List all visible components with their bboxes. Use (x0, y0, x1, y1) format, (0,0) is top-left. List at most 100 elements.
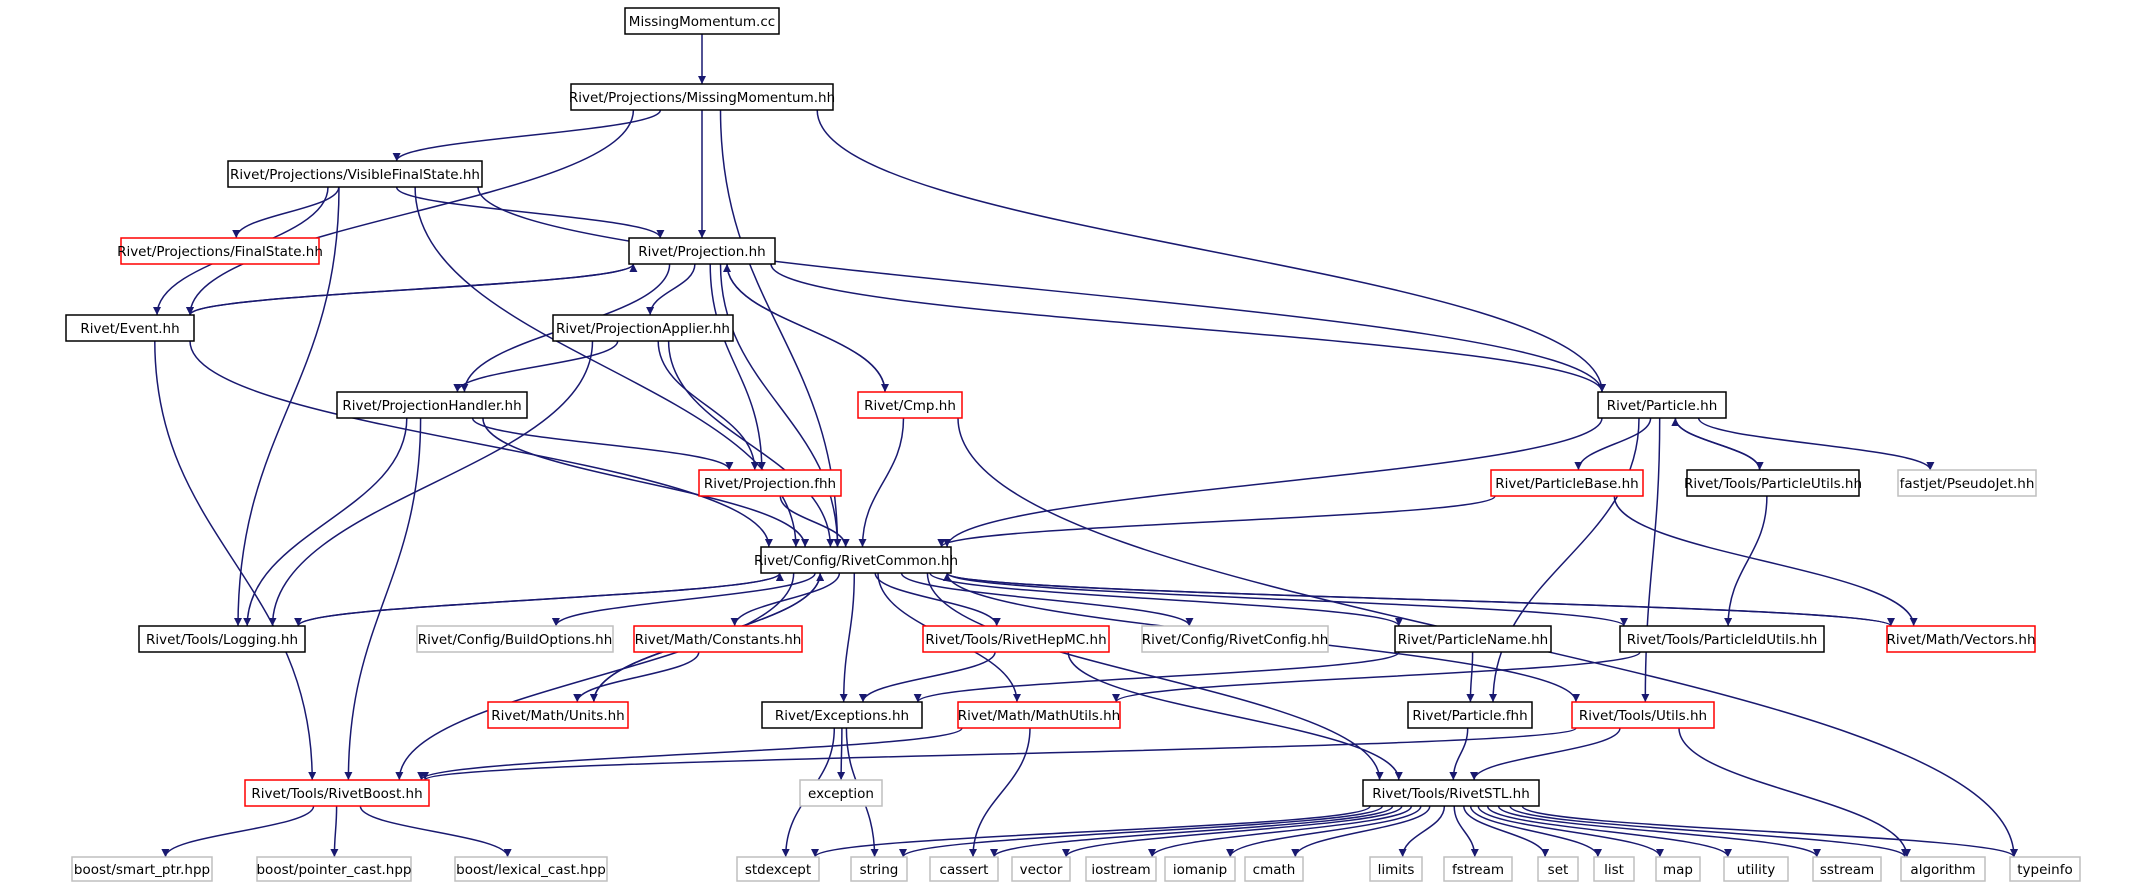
node-iostream[interactable]: iostream (1085, 856, 1157, 882)
node-fs[interactable]: Rivet/Projections/FinalState.hh (117, 237, 323, 265)
node-pfhh[interactable]: Rivet/Particle.fhh (1407, 701, 1533, 729)
node-utility[interactable]: utility (1723, 856, 1789, 882)
edge-exceptions-to-exception (837, 727, 846, 781)
node-label: boost/pointer_cast.hpp (256, 862, 411, 878)
edge-event-to-boost (154, 340, 317, 781)
node-sstream[interactable]: sstream (1812, 856, 1882, 882)
node-label: MissingMomentum.cc (629, 14, 775, 30)
node-boost[interactable]: Rivet/Tools/RivetBoost.hh (244, 779, 430, 807)
node-box (1362, 779, 1540, 807)
node-box (760, 546, 952, 574)
node-smartptr[interactable]: boost/smart_ptr.hpp (71, 856, 213, 882)
edge-stl-to-string (899, 805, 1384, 858)
node-label: cmath (1253, 862, 1296, 878)
node-vfs[interactable]: Rivet/Projections/VisibleFinalState.hh (227, 160, 483, 188)
node-label: iomanip (1173, 862, 1227, 878)
edge-phandler-to-boost (344, 417, 422, 781)
edge-vfs-to-proj (395, 186, 665, 239)
edge-event-to-common (189, 340, 773, 548)
node-particle[interactable]: Rivet/Particle.hh (1597, 391, 1727, 419)
edge-stl-to-map (1477, 805, 1664, 858)
node-pname[interactable]: Rivet/ParticleName.hh (1394, 625, 1552, 653)
edge-hepmc-to-exceptions (858, 651, 996, 703)
node-box (1011, 856, 1071, 882)
node-pcast[interactable]: boost/pointer_cast.hpp (256, 856, 412, 882)
node-vector[interactable]: vector (1011, 856, 1071, 882)
edge-common-to-pname (929, 572, 1403, 627)
edge-utils-to-algorithm (1678, 727, 1911, 858)
node-putils[interactable]: Rivet/Tools/ParticleUtils.hh (1684, 469, 1862, 497)
edge-stl-to-utility (1486, 805, 1732, 858)
edge-stl-to-vector (1062, 805, 1403, 858)
node-mm_cc[interactable]: MissingMomentum.cc (624, 7, 780, 35)
edge-pname-to-pfhh (1466, 651, 1475, 703)
edges-layer (153, 33, 2018, 858)
edge-pbase-to-vectors (1613, 495, 1918, 627)
node-label: Rivet/Projection.hh (638, 244, 765, 260)
node-utils[interactable]: Rivet/Tools/Utils.hh (1571, 701, 1715, 729)
node-box (761, 701, 923, 729)
node-label: Rivet/Math/Units.hh (491, 708, 625, 724)
node-mm_hh[interactable]: Rivet/Projections/MissingMomentum.hh (569, 83, 835, 111)
node-box (628, 237, 776, 265)
node-label: fstream (1452, 862, 1504, 878)
node-stdexcept[interactable]: stdexcept (736, 856, 820, 882)
node-label: fastjet/PseudoJet.hh (1900, 476, 2035, 492)
node-vectors[interactable]: Rivet/Math/Vectors.hh (1886, 625, 2036, 653)
node-label: vector (1020, 862, 1063, 878)
node-string[interactable]: string (850, 856, 908, 882)
edge-stl-to-cmath (1291, 805, 1431, 858)
node-box (1369, 856, 1423, 882)
node-cmp[interactable]: Rivet/Cmp.hh (857, 391, 963, 419)
node-label: utility (1737, 862, 1775, 878)
node-set[interactable]: set (1537, 856, 1579, 882)
node-lcast[interactable]: boost/lexical_cast.hpp (454, 856, 608, 882)
node-stl[interactable]: Rivet/Tools/RivetSTL.hh (1362, 779, 1540, 807)
node-projfhh[interactable]: Rivet/Projection.fhh (698, 469, 842, 497)
node-label: Rivet/ParticleBase.hh (1495, 476, 1638, 492)
node-iomanip[interactable]: iomanip (1164, 856, 1236, 882)
node-label: Rivet/ParticleName.hh (1398, 632, 1548, 648)
node-pidutils[interactable]: Rivet/Tools/ParticleIdUtils.hh (1619, 625, 1825, 653)
node-pbase[interactable]: Rivet/ParticleBase.hh (1490, 469, 1644, 497)
node-pseudojet[interactable]: fastjet/PseudoJet.hh (1897, 469, 2037, 497)
node-mathutils[interactable]: Rivet/Math/MathUtils.hh (957, 701, 1121, 729)
node-box (1244, 856, 1304, 882)
node-algorithm[interactable]: algorithm (1900, 856, 1986, 882)
node-units[interactable]: Rivet/Math/Units.hh (487, 701, 629, 729)
node-fstream[interactable]: fstream (1443, 856, 1513, 882)
node-hepmc[interactable]: Rivet/Tools/RivetHepMC.hh (922, 625, 1110, 653)
node-constants[interactable]: Rivet/Math/Constants.hh (633, 625, 803, 653)
node-common[interactable]: Rivet/Config/RivetCommon.hh (754, 546, 958, 574)
node-phandler[interactable]: Rivet/ProjectionHandler.hh (336, 391, 528, 419)
node-rconfig[interactable]: Rivet/Config/RivetConfig.hh (1141, 625, 1329, 653)
node-box (570, 83, 834, 111)
node-box (1897, 469, 2037, 497)
node-cmath[interactable]: cmath (1244, 856, 1304, 882)
node-exception[interactable]: exception (799, 779, 883, 807)
node-exceptions[interactable]: Rivet/Exceptions.hh (761, 701, 923, 729)
edge-proj-to-papplier (646, 263, 696, 316)
node-label: Rivet/Tools/ParticleIdUtils.hh (1627, 632, 1818, 648)
edge-hepmc-to-stl (1067, 651, 1403, 781)
node-map[interactable]: map (1655, 856, 1701, 882)
node-event[interactable]: Rivet/Event.hh (65, 314, 195, 342)
node-box (552, 314, 734, 342)
edge-stl-to-sstream (1497, 805, 1821, 858)
node-logging[interactable]: Rivet/Tools/Logging.hh (138, 625, 306, 653)
node-cassert[interactable]: cassert (929, 856, 999, 882)
node-label: Rivet/Tools/RivetHepMC.hh (925, 632, 1106, 648)
edge-common-to-buildopt (551, 572, 816, 627)
edge-papplier-to-logging (268, 340, 594, 627)
node-proj[interactable]: Rivet/Projection.hh (628, 237, 776, 265)
node-limits[interactable]: limits (1369, 856, 1423, 882)
node-label: set (1548, 862, 1569, 878)
node-typeinfo[interactable]: typeinfo (2009, 856, 2081, 882)
node-list[interactable]: list (1593, 856, 1635, 882)
node-label: iostream (1091, 862, 1150, 878)
node-papplier[interactable]: Rivet/ProjectionApplier.hh (552, 314, 734, 342)
node-box (922, 625, 1110, 653)
edge-common-to-stl (926, 572, 1384, 781)
node-buildopt[interactable]: Rivet/Config/BuildOptions.hh (416, 625, 614, 653)
